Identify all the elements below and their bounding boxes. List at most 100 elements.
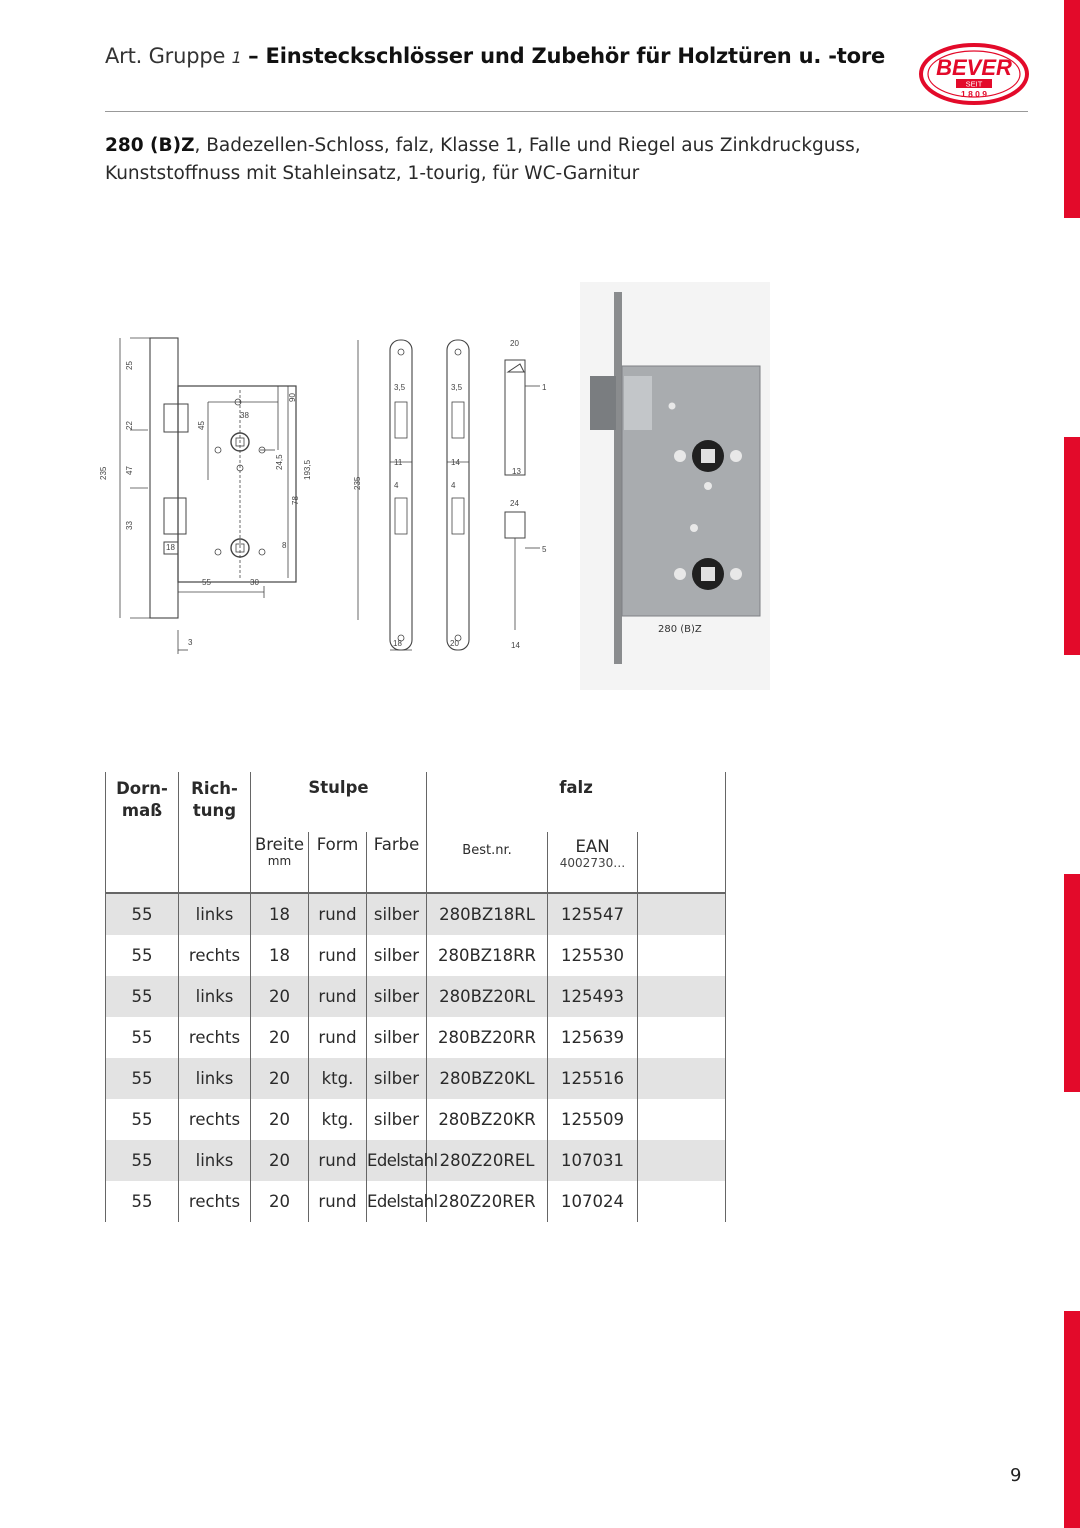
svg-text:18: 18 bbox=[166, 543, 175, 552]
cell-farbe: silber bbox=[365, 1017, 427, 1058]
header-rule bbox=[105, 111, 1028, 112]
cell-empty bbox=[637, 893, 727, 935]
lock-photo bbox=[580, 282, 770, 690]
cell-dorn: 55 bbox=[105, 1058, 179, 1099]
cell-form: rund bbox=[308, 893, 367, 935]
svg-text:38: 38 bbox=[240, 411, 249, 420]
cell-form: ktg. bbox=[308, 1058, 367, 1099]
latch bbox=[163, 403, 189, 433]
cell-bestnr: 280BZ18RR bbox=[426, 935, 548, 976]
svg-text:14: 14 bbox=[511, 641, 520, 650]
cell-form: rund bbox=[308, 976, 367, 1017]
page-header: Art. Gruppe 1 – Einsteckschlösser und Zu… bbox=[105, 44, 925, 88]
cell-farbe: Edelstahl bbox=[365, 1140, 438, 1181]
cell-bestnr: 280BZ20KL bbox=[426, 1058, 548, 1099]
col-falz-header: falz bbox=[426, 772, 727, 832]
col-form: Form bbox=[308, 832, 367, 894]
svg-text:18: 18 bbox=[393, 639, 402, 648]
cell-breite: 20 bbox=[250, 1099, 309, 1140]
cell-richtung: rechts bbox=[178, 1181, 251, 1222]
cell-bestnr: 280BZ20RL bbox=[426, 976, 548, 1017]
col-stulpe-header: Stulpe bbox=[249, 772, 427, 832]
photo-faceplate bbox=[614, 292, 622, 664]
cell-form: rund bbox=[308, 1017, 367, 1058]
svg-text:90: 90 bbox=[288, 393, 297, 402]
svg-text:193,5: 193,5 bbox=[303, 459, 312, 480]
logo-year-text: 1 8 0 9 bbox=[961, 89, 987, 99]
cell-form: rund bbox=[308, 1140, 367, 1181]
svg-text:3: 3 bbox=[188, 638, 193, 647]
cell-ean: 125493 bbox=[547, 976, 638, 1017]
cell-richtung: rechts bbox=[178, 1017, 251, 1058]
cell-form: ktg. bbox=[308, 1099, 367, 1140]
technical-drawing: 235 25 22 47 33 90 24,5 193,5 78 45 38 8… bbox=[100, 337, 547, 654]
cell-empty bbox=[637, 1058, 727, 1099]
cell-breite: 20 bbox=[250, 976, 309, 1017]
cell-breite: 20 bbox=[250, 1017, 309, 1058]
cell-bestnr: 280BZ20KR bbox=[426, 1099, 548, 1140]
svg-text:13: 13 bbox=[512, 467, 521, 476]
svg-text:47: 47 bbox=[125, 466, 134, 475]
svg-text:20: 20 bbox=[510, 339, 519, 348]
dim-label: 235 bbox=[100, 466, 108, 480]
bolt bbox=[163, 497, 187, 535]
cell-bestnr: 280Z20RER bbox=[426, 1181, 548, 1222]
cell-form: rund bbox=[308, 1181, 367, 1222]
cell-empty bbox=[637, 976, 727, 1017]
svg-text:25: 25 bbox=[125, 361, 134, 370]
svg-text:8: 8 bbox=[282, 541, 287, 550]
svg-text:22: 22 bbox=[125, 421, 134, 430]
svg-text:33: 33 bbox=[125, 521, 134, 530]
cell-richtung: rechts bbox=[178, 1099, 251, 1140]
product-description-line1: , Badezellen-Schloss, falz, Klasse 1, Fa… bbox=[194, 135, 861, 156]
cell-ean: 125516 bbox=[547, 1058, 638, 1099]
cell-bestnr: 280BZ18RL bbox=[426, 893, 548, 935]
col-farbe: Farbe bbox=[365, 832, 427, 894]
lock-case bbox=[177, 385, 297, 583]
product-description: 280 (B)Z, Badezellen-Schloss, falz, Klas… bbox=[105, 132, 985, 188]
cell-richtung: links bbox=[178, 893, 251, 935]
cell-ean: 125530 bbox=[547, 935, 638, 976]
cell-richtung: links bbox=[178, 1140, 251, 1181]
cell-ean: 107031 bbox=[547, 1140, 638, 1181]
cell-richtung: rechts bbox=[178, 935, 251, 976]
cell-breite: 20 bbox=[250, 1140, 309, 1181]
cell-farbe: silber bbox=[365, 976, 427, 1017]
cell-dorn: 55 bbox=[105, 935, 179, 976]
cell-dorn: 55 bbox=[105, 893, 179, 935]
faceplate-front-20 bbox=[446, 339, 470, 651]
cell-empty bbox=[637, 1181, 727, 1222]
lock-faceplate bbox=[149, 337, 179, 619]
svg-text:4: 4 bbox=[451, 481, 456, 490]
svg-text:235: 235 bbox=[353, 476, 362, 490]
cell-dorn: 55 bbox=[105, 976, 179, 1017]
svg-text:24,5: 24,5 bbox=[275, 454, 284, 470]
svg-text:14: 14 bbox=[451, 458, 460, 467]
cell-ean: 125639 bbox=[547, 1017, 638, 1058]
cell-farbe: Edelstahl bbox=[365, 1181, 438, 1222]
section-tab bbox=[1064, 874, 1080, 1092]
cell-dorn: 55 bbox=[105, 1017, 179, 1058]
section-tab bbox=[1064, 1311, 1080, 1528]
cell-ean: 125547 bbox=[547, 893, 638, 935]
cell-farbe: silber bbox=[365, 893, 427, 935]
product-description-line2: Kunststoffnuss mit Stahleinsatz, 1-touri… bbox=[105, 163, 640, 184]
latch-profile bbox=[504, 359, 526, 476]
svg-text:4: 4 bbox=[394, 481, 399, 490]
bolt-profile bbox=[504, 511, 526, 539]
cell-richtung: links bbox=[178, 1058, 251, 1099]
photo-caption: 280 (B)Z bbox=[658, 624, 702, 635]
col-bestnr: Best.nr. bbox=[426, 832, 548, 894]
cell-form: rund bbox=[308, 935, 367, 976]
svg-text:3,5: 3,5 bbox=[394, 383, 406, 392]
cell-ean: 107024 bbox=[547, 1181, 638, 1222]
cell-breite: 18 bbox=[250, 893, 309, 935]
